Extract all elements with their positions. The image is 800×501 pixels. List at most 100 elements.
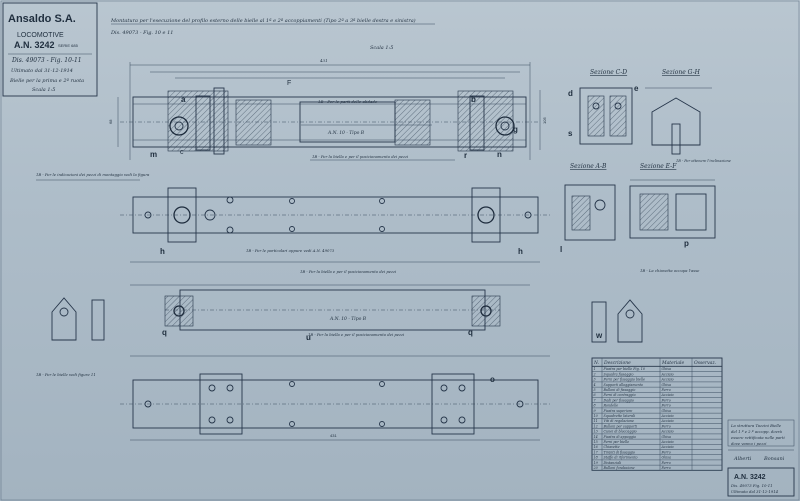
drawing-stamp: A.N. 3242 Dis. 49073 Fig. 10-11 Ultimato… — [727, 467, 795, 497]
letter-o: o — [490, 375, 495, 384]
parts-table-cell: Ferro — [661, 398, 671, 402]
right-note-line-4: dove vanno i pezzi — [731, 441, 767, 446]
scale-line: Scala 1:5 — [32, 87, 55, 93]
parts-table-cell: Bulloni fondazione — [603, 466, 635, 470]
parts-table-cell: Bulloni di fissaggio — [603, 388, 636, 392]
subject-label: LOCOMOTIVE — [17, 32, 64, 39]
signature-2: Bonsani — [763, 456, 785, 462]
letter-e: e — [634, 84, 639, 93]
letter-h: h — [160, 247, 165, 256]
note-left-2: 1B - Per le bielle vedi figure 11 — [36, 372, 96, 377]
main-title: Montatura per l'esecuzione del profilo e… — [110, 17, 416, 24]
company-name: Ansaldo S.A. — [8, 13, 76, 25]
letter-l: l — [560, 245, 562, 254]
parts-table-header: Osservaz. — [694, 360, 717, 366]
right-note-line-3: essere rettificata nelle parti — [731, 435, 786, 440]
number-note: SERIE 685 — [58, 43, 79, 48]
top-view-labels: a F m c b r n g — [150, 80, 518, 160]
letter-c: c — [180, 149, 184, 156]
letter-s: s — [568, 129, 573, 138]
parts-table-cell: Ferro — [661, 466, 671, 470]
parts-table-cell: Rondelle — [603, 404, 619, 408]
parts-table-cell: Ghisa — [662, 435, 672, 439]
note-top-center: 1B - Per le parti delle alidade — [318, 99, 378, 104]
parts-table-cell: Tiranti di fissaggio — [604, 450, 635, 454]
parts-table-cell: 18 — [594, 456, 598, 460]
parts-table-cell: Ferro — [661, 450, 671, 454]
parts-table-cell: 13 — [594, 430, 598, 434]
letter-b: b — [471, 95, 476, 104]
right-note-line-2: del 1.ª e 2.ª accopp. dovrà — [731, 429, 783, 434]
section-ab: Sezione A-B l — [560, 163, 616, 254]
right-note-line-1: La struttura Tazzini Bielle — [730, 423, 782, 428]
letter-p: p — [684, 239, 689, 248]
parts-table-cell: Piastra per bielle Fig. 10 — [603, 367, 646, 371]
parts-table-cell: 6 — [594, 393, 596, 397]
note-left-1: 1B - Per le indicazioni dei pezzi di mon… — [36, 172, 150, 177]
parts-table-cell: Acciaio — [661, 440, 674, 444]
section-ef-label: Sezione E-F — [640, 163, 677, 170]
parts-table-cell: 2 — [593, 372, 596, 376]
letter-w: w — [595, 331, 603, 340]
parts-table-cell: Acciaio — [661, 378, 674, 382]
parts-table-cell: Cunei di bloccaggio — [604, 430, 637, 434]
parts-table-cell: 16 — [594, 445, 598, 449]
note-mid-3: 1B - Per la biella e per il posizionamen… — [308, 332, 405, 337]
parts-table-cell: Acciaio — [661, 419, 674, 423]
letter-n: n — [497, 150, 502, 159]
parts-table-cell: 12 — [594, 424, 598, 428]
section-cd: Sezione C-D d s e — [568, 69, 639, 145]
parts-table-cell: 4 — [593, 383, 596, 387]
parts-table-cell: Ghisa — [662, 383, 672, 387]
dim-overall-top: 431 — [319, 58, 328, 63]
letter-F: F — [287, 80, 291, 87]
note-gh: 1B - Per ottenere l'inclinazione — [676, 159, 731, 163]
signature-1: Alberti — [733, 456, 752, 462]
parts-table-cell: 19 — [594, 461, 598, 465]
date-line: Ultimato dal 31-12-1914 — [11, 68, 73, 74]
parts-table-cell: 9 — [594, 409, 596, 413]
plan-view-upper: h h 1B - Per le particolari oppure vedi … — [120, 187, 550, 263]
parts-table-cell: 17 — [594, 450, 599, 454]
section-gh-label: Sezione G-H — [662, 69, 701, 76]
section-ef: Sezione E-F p 1B - La chiavetta occupa l… — [629, 163, 716, 273]
letter-q: q — [162, 328, 167, 337]
parts-table-cell: Chiavette — [604, 445, 620, 449]
parts-table-cell: Piastra di appoggio — [603, 435, 637, 439]
parts-table-cell: 10 — [594, 414, 598, 418]
parts-table-cell: 14 — [594, 435, 598, 439]
parts-table-header: Materiale — [661, 360, 684, 366]
parts-table-header: N. — [593, 360, 600, 366]
parts-table-cell: Squadra fissaggio — [604, 372, 634, 376]
parts-table-cell: 7 — [594, 398, 597, 402]
parts-table-cell: 5 — [594, 388, 596, 392]
parts-table-cell: Perni per fissaggio bielle — [603, 378, 646, 382]
scale-label: Scala 1:5 — [370, 45, 393, 51]
parts-table-cell: Viti di regolazione — [604, 419, 635, 423]
plan-view-lower: 431 o — [120, 355, 550, 441]
drawing-ref: Dis. 49073 - Fig. 10-11 — [11, 57, 82, 64]
parts-table-cell: Ghisa — [662, 456, 672, 460]
section-ab-label: Sezione A-B — [570, 163, 607, 170]
parts-table-cell: 15 — [594, 440, 598, 444]
dim-bottom-overall: 431 — [330, 433, 337, 438]
letter-h-right: h — [518, 247, 523, 256]
letter-a: a — [181, 95, 186, 104]
letter-g: g — [513, 125, 518, 134]
stamp-number: A.N. 3242 — [734, 474, 766, 481]
header: Montatura per l'esecuzione del profilo e… — [110, 17, 435, 51]
parts-table-cell: Ferro — [661, 388, 671, 392]
description-line: Bielle per la prima e 2ª ruota — [9, 78, 84, 84]
parts-table-cell: Staffe di riferimento — [604, 456, 638, 460]
parts-table-cell: Perni per bielle — [603, 440, 630, 444]
plan-view-middle: 1B - Per la biella e per il posizionamen… — [130, 269, 530, 342]
drawing-number: A.N. 3242 — [14, 40, 55, 50]
parts-table-cell: Acciaio — [661, 393, 674, 397]
side-view-left — [51, 297, 105, 341]
stamp-line-1: Dis. 49073 Fig. 10-11 — [730, 483, 773, 488]
parts-table-cell: 8 — [594, 404, 596, 408]
parts-table-cell: Acciaio — [661, 445, 674, 449]
parts-table-cell: Ghisa — [662, 409, 672, 413]
